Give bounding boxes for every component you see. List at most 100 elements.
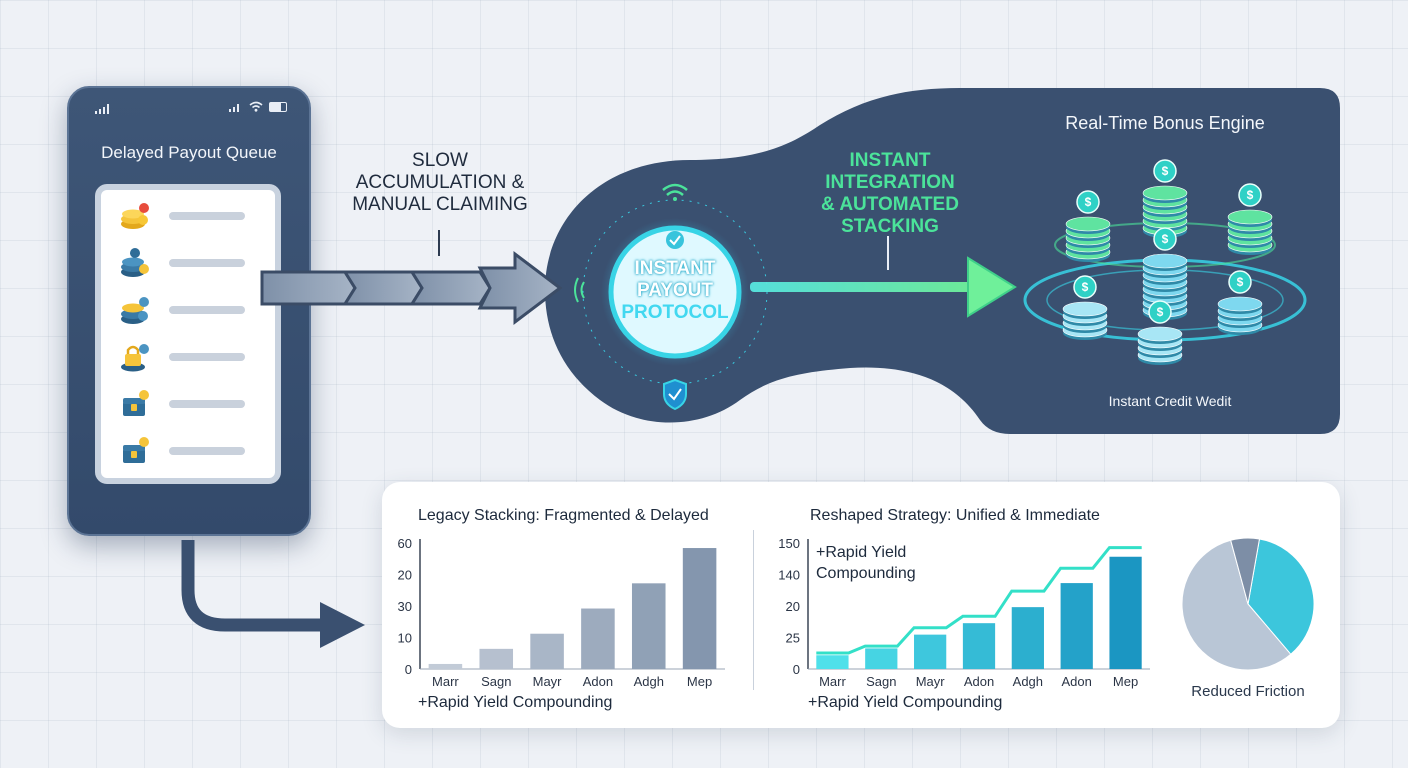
bar xyxy=(816,655,849,669)
protocol-circle xyxy=(608,225,742,359)
pie-label: Reduced Friction xyxy=(1191,683,1305,700)
coin-stack: $ xyxy=(1227,183,1273,255)
dollar-coin-icon xyxy=(1238,183,1262,207)
status-icons xyxy=(229,101,287,112)
list-item[interactable] xyxy=(111,243,271,283)
coin-stack: $ xyxy=(1065,190,1111,262)
pie-slice xyxy=(1230,537,1261,605)
reshaped-footnote: +Rapid Yield Compounding xyxy=(808,694,1003,711)
bar xyxy=(865,648,898,669)
legacy-chart-title: Legacy Stacking: Fragmented & Delayed xyxy=(418,507,709,524)
queue-bar xyxy=(169,447,245,455)
x-tick-label: Adon xyxy=(583,674,613,689)
svg-text:$: $ xyxy=(1247,188,1254,202)
reshaped-chart-title: Reshaped Strategy: Unified & Immediate xyxy=(810,507,1100,524)
coin-stack: $ xyxy=(1062,275,1108,340)
x-tick-label: Mayr xyxy=(916,674,946,689)
slow-line-2: ACCUMULATION & xyxy=(355,172,525,193)
y-tick-label: 20 xyxy=(398,568,412,583)
dollar-coin-icon xyxy=(1153,227,1177,251)
coin-stacks: $ $ $ $ $ $ $ xyxy=(1062,159,1273,365)
svg-text:$: $ xyxy=(1162,232,1169,246)
coin-stack-icon xyxy=(121,248,149,277)
svg-text:$: $ xyxy=(1162,164,1169,178)
locked-chest-icon xyxy=(123,437,149,463)
bar xyxy=(428,663,463,669)
slow-arrow xyxy=(260,250,563,326)
integration-line-2: INTEGRATION xyxy=(825,172,955,193)
bar xyxy=(1011,607,1044,669)
x-tick-label: Adgh xyxy=(1013,674,1043,689)
engine-title: Real-Time Bonus Engine xyxy=(1065,113,1265,133)
instant-integration-label: INSTANT INTEGRATION & AUTOMATED STACKING xyxy=(790,150,990,238)
x-tick-label: Marr xyxy=(819,674,846,689)
bar xyxy=(1109,556,1142,669)
shield-check-icon xyxy=(663,378,687,411)
x-tick-label: Mep xyxy=(687,674,712,689)
y-tick-label: 25 xyxy=(786,631,800,646)
y-tick-label: 140 xyxy=(778,568,800,583)
queue-bar xyxy=(169,353,245,361)
bar xyxy=(962,623,996,669)
x-tick-label: Adgh xyxy=(634,674,664,689)
slow-accumulation-label: SLOW ACCUMULATION & MANUAL CLAIMING xyxy=(340,150,540,216)
bar xyxy=(914,634,947,669)
coin-stack: $ xyxy=(1217,270,1263,335)
coin-stack-icon xyxy=(121,203,149,229)
svg-text:$: $ xyxy=(1085,195,1092,209)
dollar-coin-icon xyxy=(1153,159,1177,183)
list-item[interactable] xyxy=(111,384,271,424)
x-tick-label: Marr xyxy=(432,674,459,689)
down-arrow xyxy=(181,540,365,648)
list-item[interactable] xyxy=(111,337,271,377)
comparison-panel xyxy=(382,482,1340,728)
list-item[interactable] xyxy=(111,196,271,236)
legacy-footnote: +Rapid Yield Compounding xyxy=(418,694,613,711)
protocol-line-2: PAYOUT xyxy=(636,280,714,301)
integration-line-1: INSTANT xyxy=(849,150,931,171)
integration-line-3: & AUTOMATED xyxy=(821,194,959,215)
queue-bar xyxy=(169,259,245,267)
x-tick-label: Sagn xyxy=(481,674,511,689)
y-tick-label: 150 xyxy=(778,536,800,551)
slow-tick xyxy=(438,230,440,256)
bar xyxy=(581,608,615,669)
y-tick-label: 10 xyxy=(398,631,412,646)
y-tick-label: 20 xyxy=(786,599,800,614)
bar xyxy=(631,583,666,669)
pie-slice xyxy=(1181,539,1292,671)
bar xyxy=(530,633,564,669)
y-tick-label: 30 xyxy=(398,599,412,614)
battery-icon xyxy=(269,101,287,112)
signal-wave-icon xyxy=(574,277,585,303)
signal-indicator xyxy=(95,104,111,117)
wifi-broadcast-icon xyxy=(662,183,688,201)
queue-list xyxy=(95,184,281,484)
panel-divider xyxy=(753,530,754,690)
reshaped-annotation: +Rapid Yield Compounding xyxy=(816,544,916,582)
coin-stack: $ xyxy=(1137,300,1183,365)
bar xyxy=(682,548,717,669)
list-item[interactable] xyxy=(111,431,271,471)
y-tick-label: 0 xyxy=(793,662,800,677)
bar xyxy=(1060,583,1093,669)
slow-line-1: SLOW xyxy=(412,150,468,171)
pie-chart xyxy=(1181,537,1315,671)
x-tick-label: Sagn xyxy=(866,674,896,689)
dollar-coin-icon xyxy=(1076,190,1100,214)
wifi-icon xyxy=(249,101,263,112)
locked-coins-icon xyxy=(121,344,149,372)
list-item[interactable] xyxy=(111,290,271,330)
phone-title: Delayed Payout Queue xyxy=(101,143,277,162)
svg-text:$: $ xyxy=(1157,305,1164,319)
protocol-line-1: INSTANT xyxy=(634,258,716,279)
queue-bar xyxy=(169,212,245,220)
pie-slice xyxy=(1247,538,1315,655)
dollar-coin-icon xyxy=(1073,275,1097,299)
svg-text:$: $ xyxy=(1082,280,1089,294)
queue-bar xyxy=(169,400,245,408)
